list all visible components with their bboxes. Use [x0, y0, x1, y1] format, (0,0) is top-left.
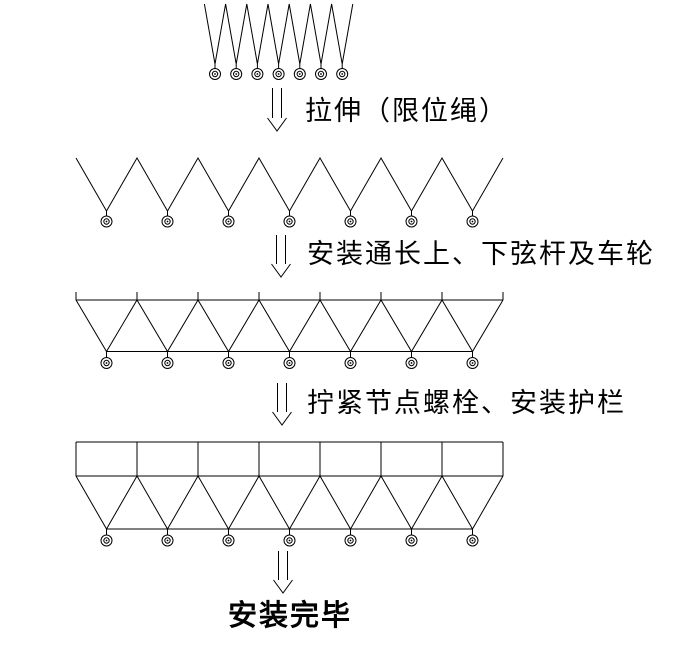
collapsed-truss-diagram — [203, 3, 354, 80]
truss-with-guardrail-diagram — [75, 441, 504, 547]
down-arrow-icon — [272, 383, 292, 426]
step-label-tighten-bolts: 拧紧节点螺栓、安装护栏 — [307, 388, 626, 418]
step-label-stretch: 拉伸（限位绳） — [305, 96, 508, 126]
down-arrow-icon — [273, 551, 293, 594]
down-arrow-icon — [271, 235, 291, 278]
truss-with-chords-diagram — [75, 292, 504, 369]
stretched-truss-diagram — [75, 156, 504, 228]
final-step-label: 安装完毕 — [228, 600, 353, 632]
step-label-install-chords: 安装通长上、下弦杆及车轮 — [307, 239, 655, 269]
down-arrow-icon — [267, 88, 287, 132]
